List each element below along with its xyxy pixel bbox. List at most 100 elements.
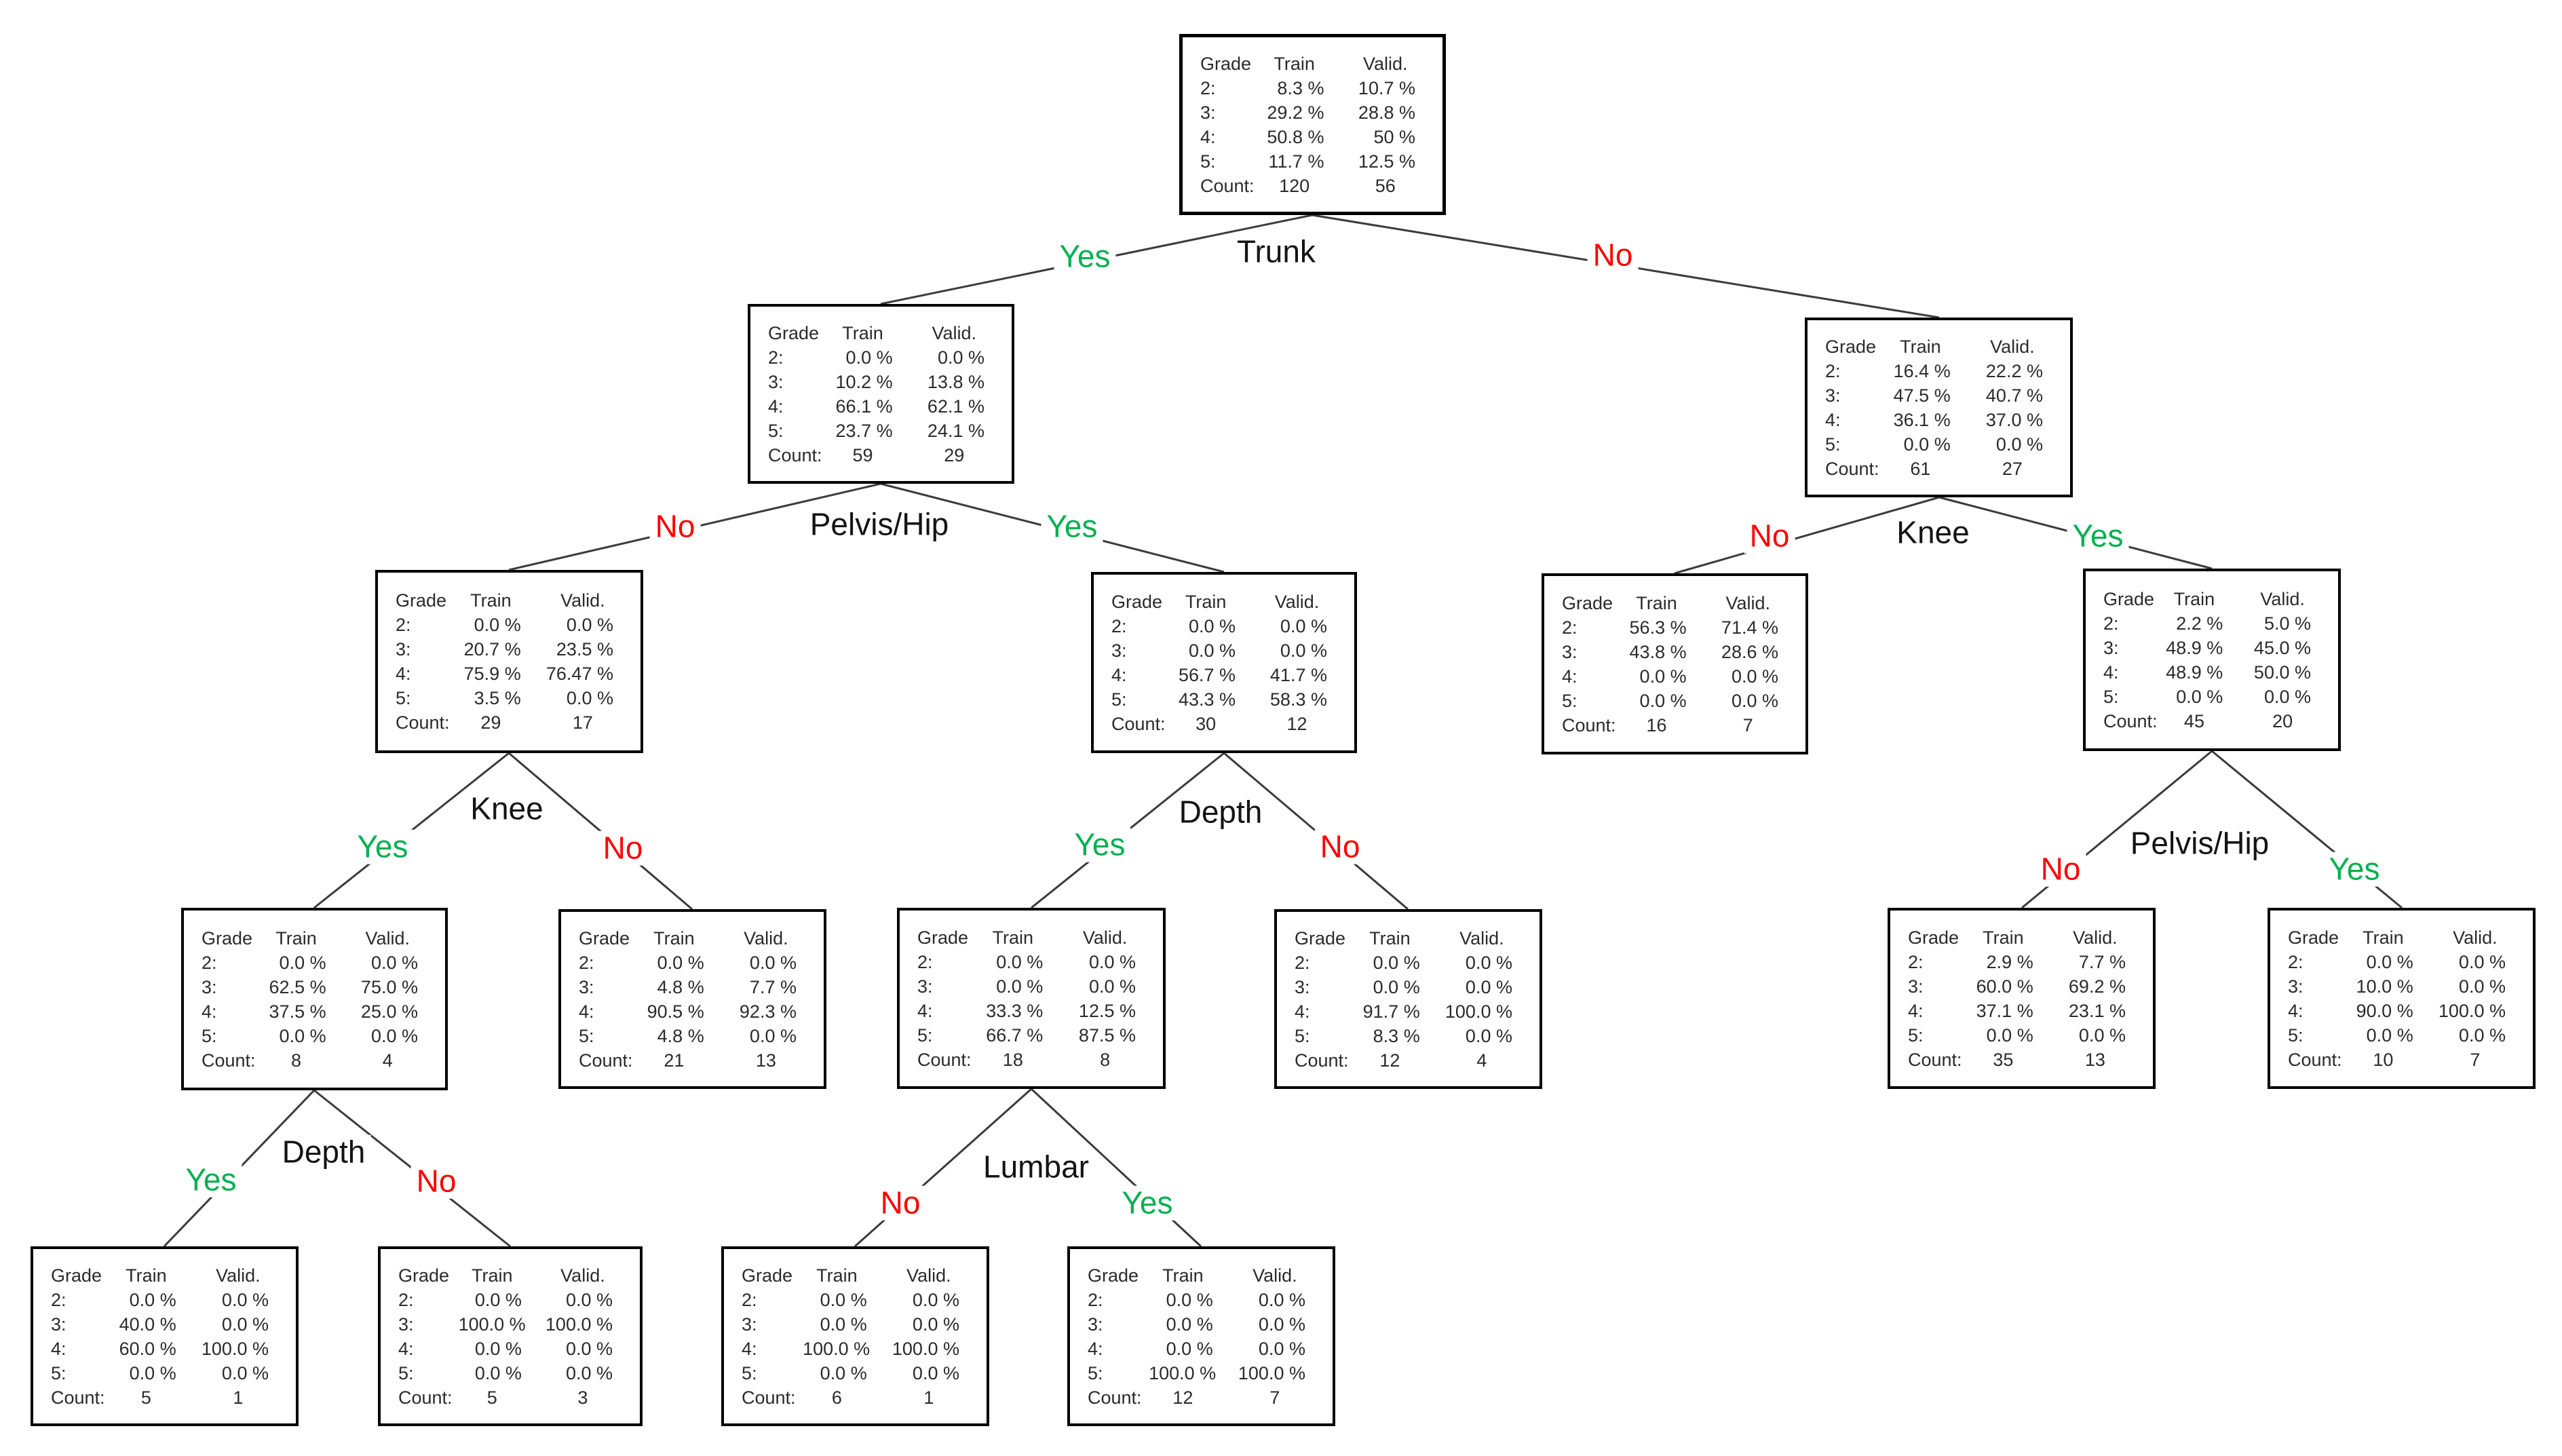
valid-value: 0.0 % [2263, 686, 2311, 707]
valid-value: 0.0 % [1280, 640, 1327, 661]
branch-label-yes: Yes [1069, 828, 1131, 862]
train-value: 43.8 % [1629, 641, 1687, 662]
train-count: 59 [852, 444, 873, 465]
train-column-header: Train [471, 1265, 513, 1286]
grade-label: 3: [51, 1314, 66, 1335]
grade-label: 5: [917, 1024, 933, 1046]
train-value: 0.0 % [820, 1314, 867, 1335]
grade-column-header: Grade [768, 322, 820, 343]
train-value: 56.3 % [1629, 617, 1687, 638]
valid-value: 100.0 % [545, 1314, 613, 1335]
train-value: 56.7 % [1178, 664, 1236, 685]
train-value: 0.0 % [1188, 640, 1236, 661]
train-value: 16.4 % [1893, 360, 1951, 381]
train-column-header: Train [1369, 927, 1411, 949]
valid-count: 17 [572, 712, 593, 733]
train-value: 75.9 % [463, 664, 521, 684]
valid-value: 58.3 % [1269, 689, 1327, 710]
grade-label: 4: [1295, 1001, 1310, 1022]
split-label-knee-2: Knee [465, 792, 549, 826]
count-label: Count: [1295, 1050, 1349, 1071]
train-value: 66.1 % [835, 396, 893, 417]
branch-label-no: No [597, 831, 649, 866]
grade-column-header: Grade [1908, 927, 1959, 948]
valid-column-header: Valid. [2260, 588, 2305, 609]
grade-label: 5: [2103, 686, 2119, 707]
branch-label-no: No [2035, 852, 2086, 887]
grade-label: 2: [1088, 1289, 1103, 1310]
train-count: 16 [1646, 714, 1667, 735]
train-value: 0.0 % [845, 347, 893, 368]
split-label-pelvis-hip: Pelvis/Hip [804, 507, 955, 542]
valid-column-header: Valid. [1725, 592, 1771, 613]
train-column-header: Train [653, 927, 695, 949]
train-value: 2.2 % [2176, 613, 2223, 634]
count-label: Count: [579, 1050, 633, 1071]
train-count: 35 [1993, 1049, 2014, 1070]
valid-value: 0.0 % [2458, 976, 2506, 997]
valid-value: 0.0 % [1465, 1025, 1512, 1046]
train-value: 90.5 % [647, 1001, 704, 1022]
grade-label: 4: [202, 1001, 217, 1022]
valid-value: 0.0 % [937, 347, 984, 368]
valid-count: 8 [1100, 1049, 1111, 1070]
valid-value: 71.4 % [1721, 617, 1778, 638]
grade-label: 3: [742, 1314, 757, 1335]
branch-label-no: No [1314, 830, 1366, 864]
grade-label: 2: [398, 1289, 414, 1310]
grade-label: 5: [1295, 1025, 1310, 1046]
valid-column-header: Valid. [744, 927, 788, 949]
train-value: 0.0 % [1986, 1024, 2033, 1046]
grade-label: 5: [1825, 434, 1841, 455]
grade-label: 5: [1200, 151, 1216, 172]
train-column-header: Train [1274, 53, 1315, 74]
valid-value: 0.0 % [1731, 690, 1778, 711]
count-label: Count: [2103, 710, 2158, 731]
valid-value: 0.0 % [749, 952, 797, 973]
branch-label-yes: Yes [1116, 1186, 1179, 1221]
valid-column-header: Valid. [1990, 336, 2035, 357]
split-label-knee: Knee [1891, 516, 1975, 550]
valid-value: 50.0 % [2253, 662, 2311, 683]
valid-column-header: Valid. [1082, 927, 1128, 948]
grade-label: 4: [1825, 409, 1841, 430]
valid-column-header: Valid. [1362, 53, 1408, 74]
valid-value: 13.8 % [927, 371, 984, 392]
valid-value: 0.0 % [2458, 1024, 2506, 1046]
grade-label: 4: [398, 1338, 414, 1359]
train-value: 47.5 % [1893, 385, 1951, 406]
train-value: 2.9 % [1986, 951, 2033, 972]
train-value: 48.9 % [2166, 662, 2223, 683]
train-value: 0.0 % [1166, 1338, 1213, 1359]
train-column-header: Train [1983, 927, 2024, 948]
valid-column-header: Valid. [906, 1265, 951, 1286]
valid-column-header: Valid. [216, 1265, 261, 1286]
count-label: Count: [1562, 714, 1616, 735]
grade-label: 3: [202, 976, 217, 997]
train-value: 0.0 % [820, 1362, 867, 1383]
train-column-header: Train [2173, 588, 2215, 609]
edge-depthyes-to-lumbar-no [854, 1088, 1032, 1248]
count-label: Count: [1111, 713, 1166, 734]
valid-count: 20 [2272, 710, 2293, 731]
valid-value: 100.0 % [892, 1338, 959, 1359]
count-label: Count: [2288, 1049, 2342, 1070]
train-count: 29 [480, 712, 501, 733]
grade-label: 5: [1908, 1024, 1924, 1046]
valid-value: 0.0 % [1465, 976, 1512, 997]
train-column-header: Train [842, 322, 883, 343]
train-value: 11.7 % [1268, 151, 1324, 172]
train-column-header: Train [2363, 927, 2404, 948]
grade-label: 2: [2103, 613, 2119, 634]
grade-label: 3: [1908, 976, 1924, 997]
valid-column-header: Valid. [2453, 927, 2498, 948]
grade-column-header: Grade [2103, 588, 2155, 609]
grade-label: 3: [1825, 385, 1841, 406]
valid-count: 7 [1269, 1387, 1280, 1408]
train-value: 0.0 % [1639, 666, 1687, 687]
